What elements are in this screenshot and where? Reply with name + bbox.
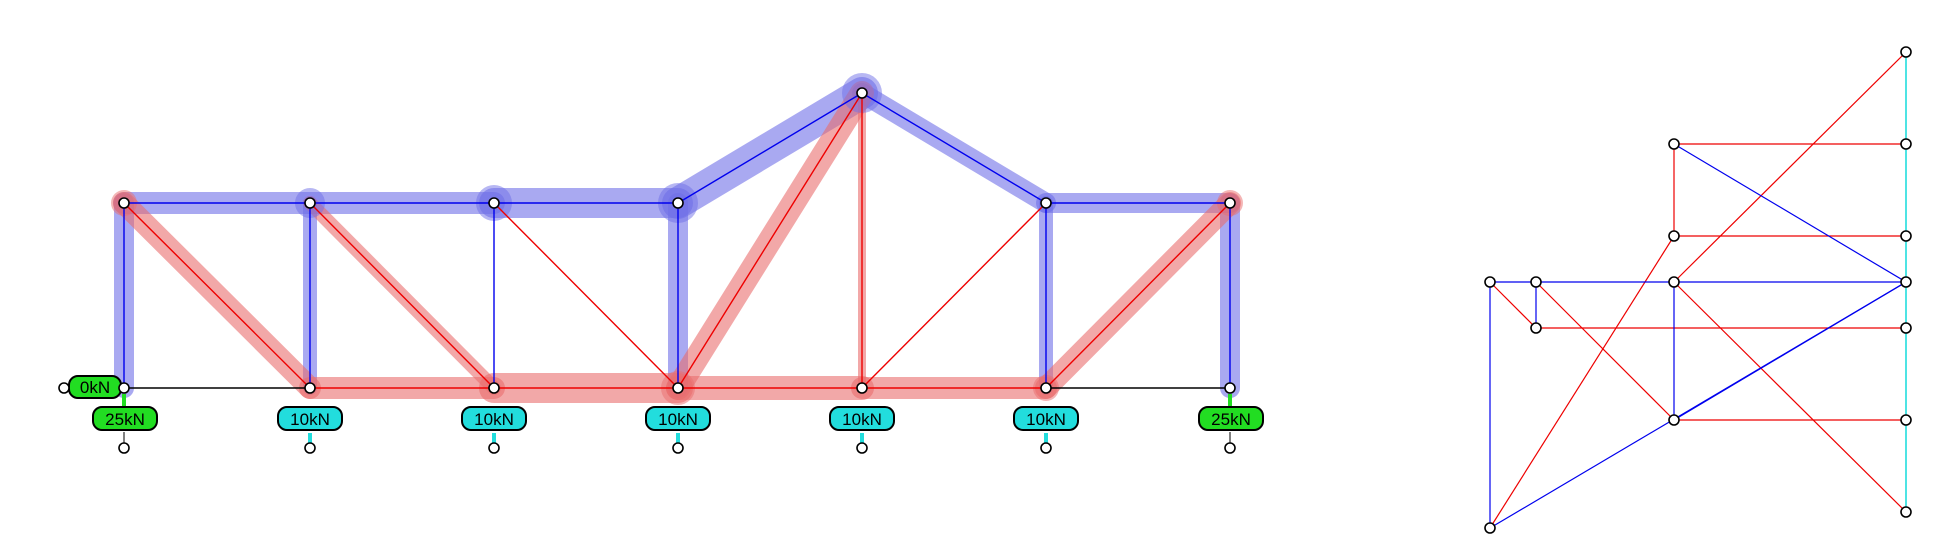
force-node-8 bbox=[1668, 276, 1680, 288]
node-apex bbox=[856, 87, 868, 99]
force-node-10 bbox=[1530, 322, 1542, 334]
force-node-7 bbox=[1530, 276, 1542, 288]
load-label-3-text: 10kN bbox=[658, 410, 698, 429]
force-node-2 bbox=[1668, 138, 1680, 150]
node-bottom-2 bbox=[304, 382, 316, 394]
node-load-6 bbox=[1040, 442, 1052, 454]
force-node-11 bbox=[1900, 322, 1912, 334]
force-line-7 bbox=[1489, 235, 1675, 529]
node-horizontal-reaction bbox=[58, 382, 70, 394]
member-diagonal-4 bbox=[677, 92, 863, 389]
load-label-5: 10kN bbox=[1013, 406, 1079, 431]
node-bottom-7 bbox=[1224, 382, 1236, 394]
node-bottom-6 bbox=[1040, 382, 1052, 394]
load-label-2-text: 10kN bbox=[474, 410, 514, 429]
member-diagonal-2 bbox=[309, 202, 495, 389]
node-load-4 bbox=[672, 442, 684, 454]
force-node-1 bbox=[1900, 46, 1912, 58]
force-node-4 bbox=[1668, 230, 1680, 242]
node-bottom-1 bbox=[118, 382, 130, 394]
support-label-right-text: 25kN bbox=[1211, 410, 1251, 429]
load-labels: 10kN 10kN 10kN 10kN 10kN bbox=[277, 406, 1079, 431]
load-label-4-text: 10kN bbox=[842, 410, 882, 429]
force-line-8 bbox=[1535, 281, 1675, 421]
load-label-2: 10kN bbox=[461, 406, 527, 431]
node-bottom-3 bbox=[488, 382, 500, 394]
truss-members bbox=[64, 92, 1231, 389]
force-line-5 bbox=[1673, 51, 1907, 283]
load-label-1-text: 10kN bbox=[290, 410, 330, 429]
node-load-5 bbox=[856, 442, 868, 454]
member-diagonal-6 bbox=[1045, 202, 1231, 389]
truss-nodes bbox=[58, 87, 1236, 454]
node-top-3 bbox=[488, 197, 500, 209]
force-node-14 bbox=[1900, 506, 1912, 518]
member-diagonal-5 bbox=[861, 202, 1047, 389]
force-line-11 bbox=[1673, 143, 1907, 283]
force-line-9 bbox=[1489, 281, 1537, 329]
support-label-left-text: 25kN bbox=[105, 410, 145, 429]
member-diagonal-1 bbox=[123, 202, 311, 389]
node-top-2 bbox=[304, 197, 316, 209]
load-label-5-text: 10kN bbox=[1026, 410, 1066, 429]
node-bottom-5 bbox=[856, 382, 868, 394]
support-label-left: 25kN bbox=[92, 406, 158, 431]
member-diagonal-3 bbox=[493, 202, 679, 389]
force-line-16 bbox=[1489, 281, 1907, 529]
support-label-right: 25kN bbox=[1198, 406, 1264, 431]
node-top-7 bbox=[1224, 197, 1236, 209]
node-top-1 bbox=[118, 197, 130, 209]
force-node-5 bbox=[1900, 230, 1912, 242]
force-bands bbox=[111, 73, 1243, 405]
force-node-6 bbox=[1484, 276, 1496, 288]
load-label-4: 10kN bbox=[829, 406, 895, 431]
node-top-4 bbox=[672, 197, 684, 209]
force-node-12 bbox=[1668, 414, 1680, 426]
force-line-6 bbox=[1673, 281, 1907, 513]
support-label-horizontal: 0kN bbox=[68, 375, 122, 399]
force-node-3 bbox=[1900, 138, 1912, 150]
node-load-1 bbox=[118, 442, 130, 454]
load-label-3: 10kN bbox=[645, 406, 711, 431]
force-node-13 bbox=[1900, 414, 1912, 426]
node-top-6 bbox=[1040, 197, 1052, 209]
member-top-chord-5 bbox=[861, 92, 1047, 204]
node-bottom-4 bbox=[672, 382, 684, 394]
node-load-3 bbox=[488, 442, 500, 454]
node-load-2 bbox=[304, 442, 316, 454]
load-label-1: 10kN bbox=[277, 406, 343, 431]
force-diagram bbox=[1484, 46, 1912, 534]
force-node-15 bbox=[1484, 522, 1496, 534]
support-label-horizontal-text: 0kN bbox=[80, 378, 110, 397]
node-load-7 bbox=[1224, 442, 1236, 454]
member-top-chord-4 bbox=[677, 92, 863, 204]
support-labels: 0kN 25kN 25kN bbox=[68, 375, 1264, 431]
force-node-9 bbox=[1900, 276, 1912, 288]
